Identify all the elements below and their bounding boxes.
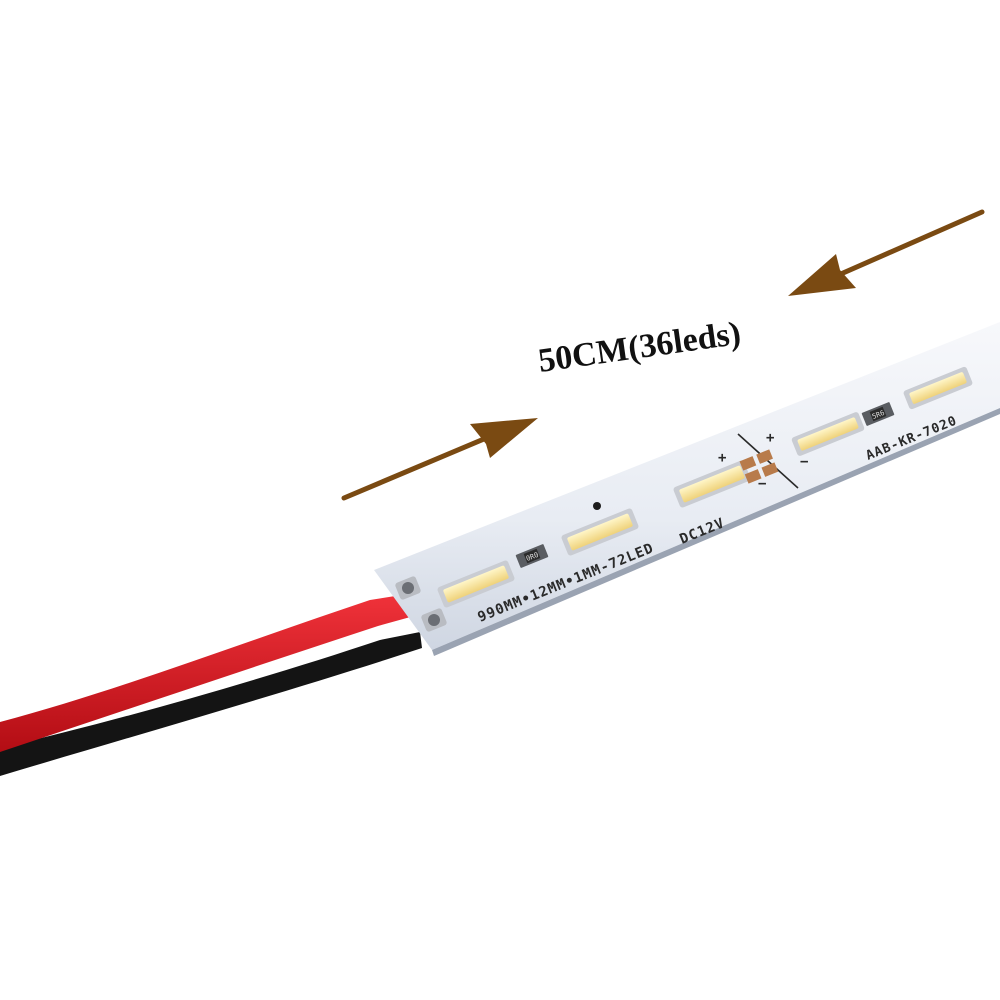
cable bbox=[0, 594, 422, 776]
arrow-left-icon bbox=[788, 209, 985, 296]
minus-mark: − bbox=[800, 454, 808, 470]
solder-joint-positive bbox=[402, 582, 414, 594]
cut-pads bbox=[739, 449, 779, 484]
minus-mark: − bbox=[758, 476, 766, 492]
red-wire bbox=[0, 594, 414, 752]
mounting-hole bbox=[593, 502, 601, 510]
led-strip-board: 0R0 5R6 + − + − 990MM•12MM•1MM-72LED DC1… bbox=[374, 322, 1000, 656]
pcb-edge bbox=[432, 408, 1000, 656]
led-chip bbox=[903, 366, 973, 410]
led-chip bbox=[673, 460, 751, 508]
solder-joint-negative bbox=[428, 614, 440, 626]
plus-mark: + bbox=[718, 450, 726, 466]
arrow-right-icon bbox=[341, 418, 538, 501]
led-chip bbox=[561, 508, 639, 556]
cut-line bbox=[737, 433, 799, 489]
led-chip bbox=[791, 412, 865, 456]
resistor: 0R0 bbox=[515, 544, 549, 568]
led-chip bbox=[437, 560, 515, 608]
black-wire bbox=[0, 632, 422, 776]
resistor: 5R6 bbox=[861, 402, 895, 426]
plus-mark: + bbox=[766, 430, 774, 446]
length-label: 50CM(36leds) bbox=[536, 315, 743, 380]
